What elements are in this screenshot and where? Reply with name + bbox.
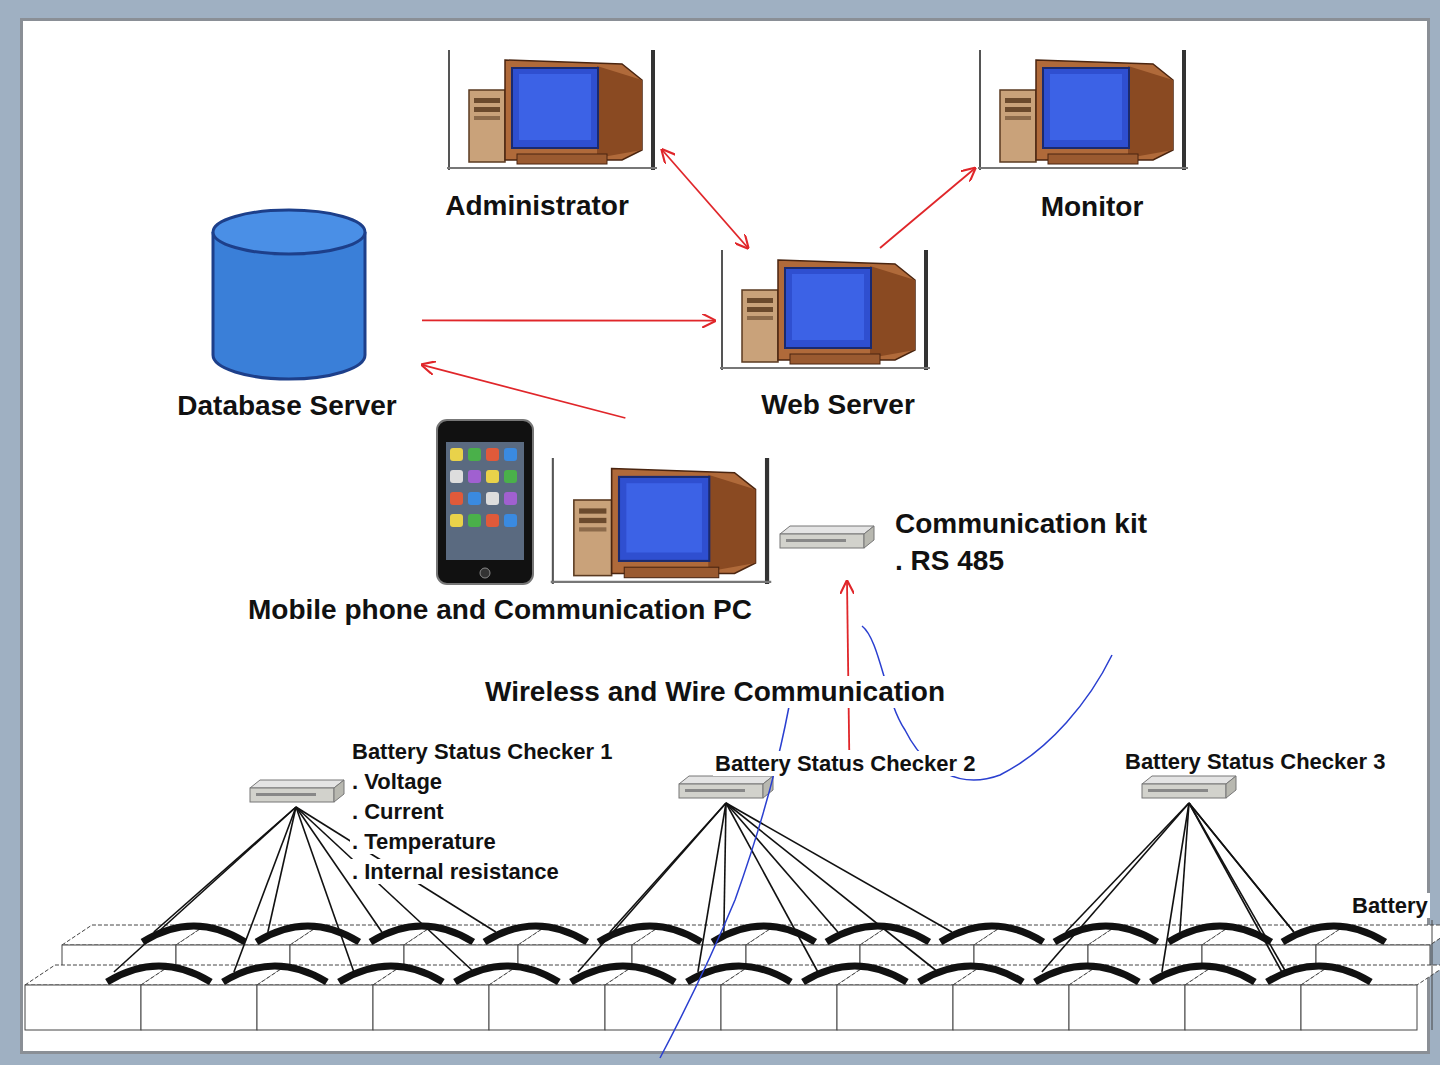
app-icon	[468, 448, 481, 461]
checker-node: Battery Status Checker 2	[675, 750, 1020, 805]
cell-link	[107, 966, 211, 982]
stroke	[234, 807, 296, 972]
node-label: . Current	[350, 799, 446, 824]
cell-link	[827, 926, 930, 942]
computer-icons	[447, 50, 1188, 584]
node-label: . Voltage	[350, 769, 444, 794]
stroke	[1432, 920, 1433, 1030]
node-label: Web Server	[761, 389, 915, 421]
node-label: Database Server	[177, 390, 396, 422]
cell-body	[489, 985, 605, 1030]
app-icon	[486, 448, 499, 461]
cell-body	[721, 985, 837, 1030]
cell-link	[1035, 966, 1139, 982]
node-label: . RS 485	[895, 545, 1004, 577]
checker-node: Battery Status Checker 1 . Voltage . Curre…	[245, 738, 618, 890]
checker-wires	[114, 803, 1294, 972]
node-label: Administrator	[445, 190, 629, 222]
cell-body	[257, 985, 373, 1030]
battery-bank	[25, 920, 1440, 1030]
cell-body	[1069, 985, 1185, 1030]
cell-body	[141, 985, 257, 1030]
stroke	[1189, 803, 1294, 932]
app-icon	[468, 492, 481, 505]
checker-node: Battery Status Checker 3	[1119, 748, 1427, 803]
app-icon	[450, 492, 463, 505]
database-cylinder	[213, 210, 365, 379]
network-devices	[250, 526, 1236, 802]
database-node: Database Server	[160, 205, 422, 427]
connector-arrow	[847, 581, 849, 750]
client-node: Mobile phone and Communication PC	[215, 418, 785, 630]
stroke	[1189, 803, 1294, 932]
app-icon	[468, 514, 481, 527]
stroke	[1180, 803, 1189, 932]
cell-link	[803, 966, 907, 982]
app-icon	[504, 514, 517, 527]
app-icon	[468, 470, 481, 483]
mobile-phone	[437, 420, 533, 584]
cell-link	[223, 966, 327, 982]
part-label: Battery	[1350, 893, 1430, 918]
cell-link	[941, 926, 1044, 942]
connector-arrow	[422, 365, 625, 418]
cell-link	[339, 966, 443, 982]
node-label: Monitor	[1041, 191, 1144, 223]
cell-link	[1267, 966, 1371, 982]
cell-link	[571, 966, 675, 982]
app-icon	[504, 470, 517, 483]
node-label: Battery Status Checker 1	[350, 739, 614, 764]
cell-link	[1169, 926, 1272, 942]
cell-body	[953, 985, 1069, 1030]
app-icon	[486, 470, 499, 483]
stroke	[296, 807, 354, 972]
app-icon	[450, 514, 463, 527]
app-icon	[450, 448, 463, 461]
app-icon	[486, 492, 499, 505]
cell-link	[257, 926, 360, 942]
node-label: Mobile phone and Communication PC	[248, 594, 752, 626]
connector-arrow	[880, 168, 975, 248]
node-label: Battery Status Checker 2	[713, 751, 977, 776]
cell-link	[1151, 966, 1255, 982]
computer-node: Monitor	[975, 48, 1190, 233]
node-label: . Temperature	[350, 829, 498, 854]
stroke	[1066, 803, 1189, 932]
device-node: Communication kit . RS 485	[775, 505, 1175, 581]
stroke	[724, 803, 726, 932]
cell-body	[25, 985, 141, 1030]
cell-body	[1301, 985, 1417, 1030]
cell-link	[371, 926, 474, 942]
stroke	[726, 803, 838, 932]
cell-body	[373, 985, 489, 1030]
stroke	[726, 803, 938, 972]
cell-body	[605, 985, 721, 1030]
node-label: . Internal resistance	[350, 859, 561, 884]
stroke	[1042, 803, 1189, 972]
cell-body	[1185, 985, 1301, 1030]
app-icon	[486, 514, 499, 527]
connector-arrow	[662, 150, 748, 248]
stroke	[1189, 803, 1286, 972]
cell-link	[485, 926, 588, 942]
app-icon	[504, 492, 517, 505]
stroke	[114, 807, 296, 972]
edge-label: Wireless and Wire Communication	[482, 676, 948, 708]
connector-arrow	[422, 320, 715, 322]
stroke	[1162, 803, 1189, 972]
computer-node: Administrator	[430, 48, 662, 233]
app-icon	[450, 470, 463, 483]
app-icon	[504, 448, 517, 461]
node-label: Battery Status Checker 3	[1123, 749, 1387, 774]
cell-body	[837, 985, 953, 1030]
server-node: Web Server	[715, 248, 935, 425]
cell-link	[1283, 926, 1386, 942]
node-label: Communication kit	[895, 508, 1147, 540]
stroke	[578, 803, 726, 972]
stroke	[698, 803, 726, 972]
